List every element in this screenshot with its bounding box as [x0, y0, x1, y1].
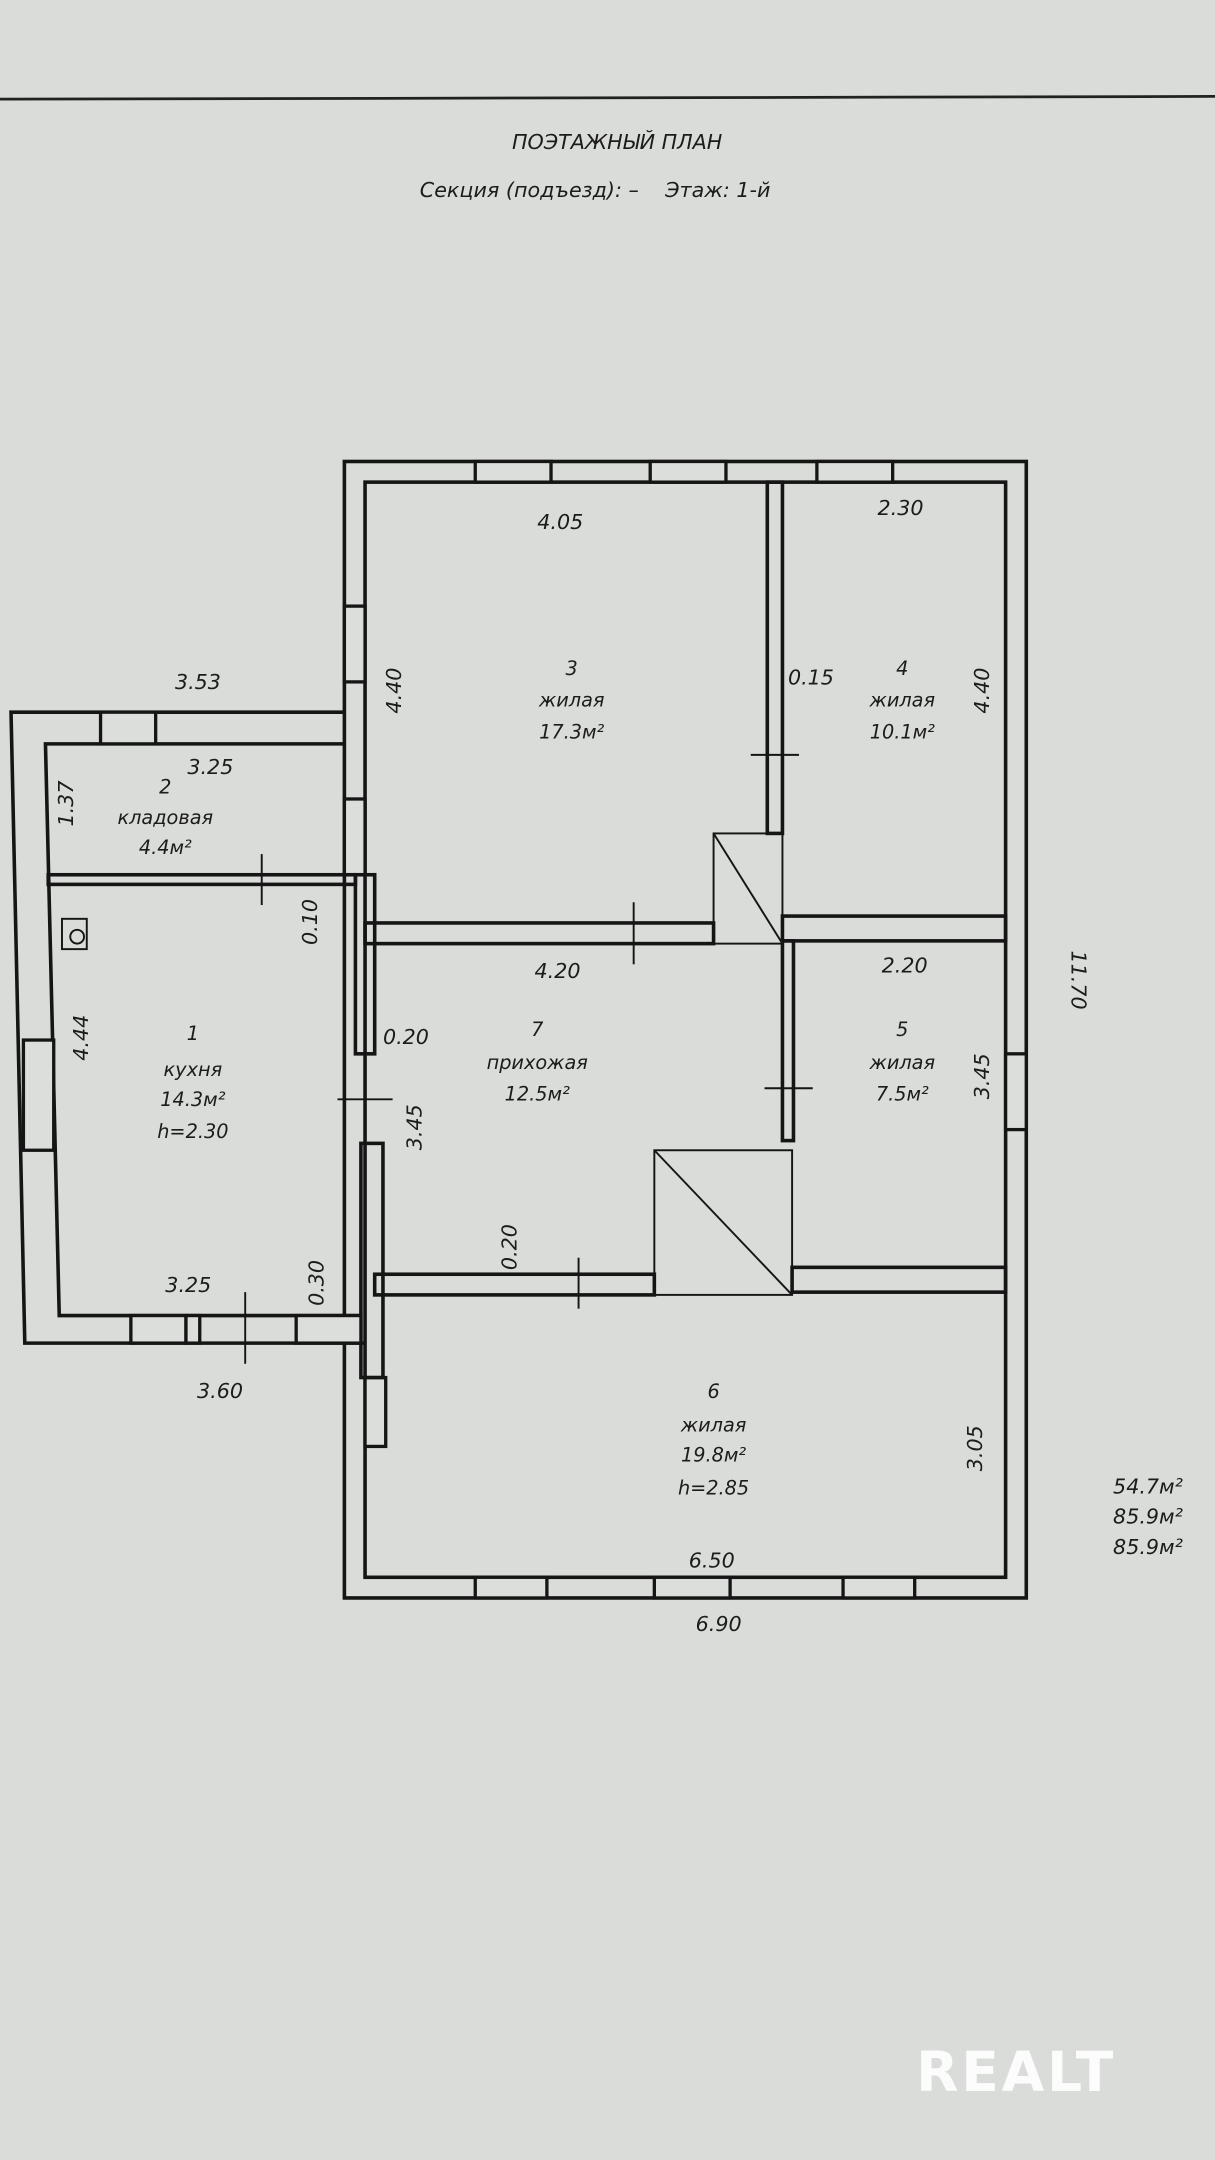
plan-subtitle: Секция (подъезд): – Этаж: 1-й — [420, 178, 771, 202]
svg-text:3.05: 3.05 — [963, 1425, 987, 1471]
svg-text:1: 1 — [187, 1022, 199, 1045]
svg-text:17.3м²: 17.3м² — [539, 720, 604, 743]
svg-text:2.30: 2.30 — [878, 496, 924, 520]
realt-watermark: REALT — [916, 2040, 1116, 2104]
svg-text:5: 5 — [896, 1018, 908, 1041]
svg-text:4.40: 4.40 — [970, 668, 994, 714]
svg-text:жилая: жилая — [868, 689, 935, 712]
plan-title: ПОЭТАЖНЫЙ ПЛАН — [512, 129, 722, 154]
svg-text:4.20: 4.20 — [534, 959, 580, 983]
svg-text:54.7м²: 54.7м² — [1113, 1474, 1183, 1498]
room-1-label: 1 кухня 14.3м² h=2.30 — [157, 1022, 228, 1143]
stove-icon — [61, 917, 88, 951]
svg-text:4.4м²: 4.4м² — [139, 836, 192, 859]
svg-text:3.25: 3.25 — [165, 1273, 211, 1297]
svg-text:кухня: кухня — [164, 1058, 223, 1081]
svg-text:1.37: 1.37 — [54, 781, 78, 827]
stairs-upper — [712, 832, 784, 945]
svg-text:прихожая: прихожая — [487, 1051, 588, 1074]
room-3-label: 3 жилая 17.3м² — [538, 657, 605, 743]
svg-text:кладовая: кладовая — [117, 806, 213, 829]
svg-text:3.45: 3.45 — [403, 1104, 427, 1150]
svg-text:4: 4 — [896, 657, 908, 680]
svg-text:жилая: жилая — [680, 1413, 747, 1436]
svg-text:0.30: 0.30 — [305, 1260, 329, 1306]
svg-text:3.25: 3.25 — [187, 755, 233, 779]
room-7-label: 7 прихожая 12.5м² — [487, 1018, 588, 1106]
svg-text:10.1м²: 10.1м² — [870, 720, 935, 743]
svg-text:h=2.30: h=2.30 — [157, 1120, 228, 1143]
svg-text:жилая: жилая — [868, 1051, 935, 1074]
svg-text:19.8м²: 19.8м² — [681, 1444, 746, 1467]
svg-text:0.15: 0.15 — [788, 666, 834, 690]
main-building-walls — [342, 459, 1029, 1600]
svg-text:6.50: 6.50 — [689, 1549, 735, 1573]
svg-text:4.40: 4.40 — [382, 668, 406, 714]
svg-text:4.44: 4.44 — [69, 1015, 93, 1061]
svg-text:0.10: 0.10 — [298, 899, 322, 945]
svg-text:2: 2 — [159, 775, 171, 798]
room-6-label: 6 жилая 19.8м² h=2.85 — [678, 1380, 749, 1499]
svg-text:0.20: 0.20 — [383, 1025, 429, 1049]
svg-text:3.60: 3.60 — [197, 1379, 243, 1403]
svg-text:4.05: 4.05 — [537, 510, 583, 534]
page-edge-line — [0, 95, 1215, 101]
svg-text:6: 6 — [707, 1380, 719, 1403]
svg-text:14.3м²: 14.3м² — [160, 1088, 225, 1111]
svg-text:85.9м²: 85.9м² — [1113, 1535, 1183, 1559]
svg-text:h=2.85: h=2.85 — [678, 1477, 749, 1500]
svg-text:2.20: 2.20 — [882, 954, 928, 978]
svg-text:7: 7 — [531, 1018, 544, 1041]
room-5-label: 5 жилая 7.5м² — [868, 1018, 935, 1106]
room-2-label: 2 кладовая 4.4м² — [117, 775, 213, 859]
svg-text:0.20: 0.20 — [498, 1224, 522, 1270]
svg-text:3: 3 — [566, 657, 578, 680]
svg-text:3.45: 3.45 — [970, 1053, 994, 1099]
dimension-labels: 3.53 3.25 1.37 4.44 0.10 3.25 0.30 3.60 … — [54, 496, 1091, 1636]
svg-text:12.5м²: 12.5м² — [505, 1083, 570, 1106]
area-totals: 54.7м² 85.9м² 85.9м² — [1113, 1474, 1183, 1559]
svg-text:85.9м²: 85.9м² — [1113, 1505, 1183, 1529]
stairs-lower — [653, 1149, 794, 1296]
svg-text:3.53: 3.53 — [175, 670, 221, 694]
svg-text:жилая: жилая — [538, 689, 605, 712]
room-4-label: 4 жилая 10.1м² — [868, 657, 935, 743]
annex-walls — [9, 710, 366, 1364]
svg-text:7.5м²: 7.5м² — [876, 1083, 929, 1106]
svg-text:11.70: 11.70 — [1067, 951, 1091, 1010]
svg-text:6.90: 6.90 — [696, 1612, 742, 1636]
